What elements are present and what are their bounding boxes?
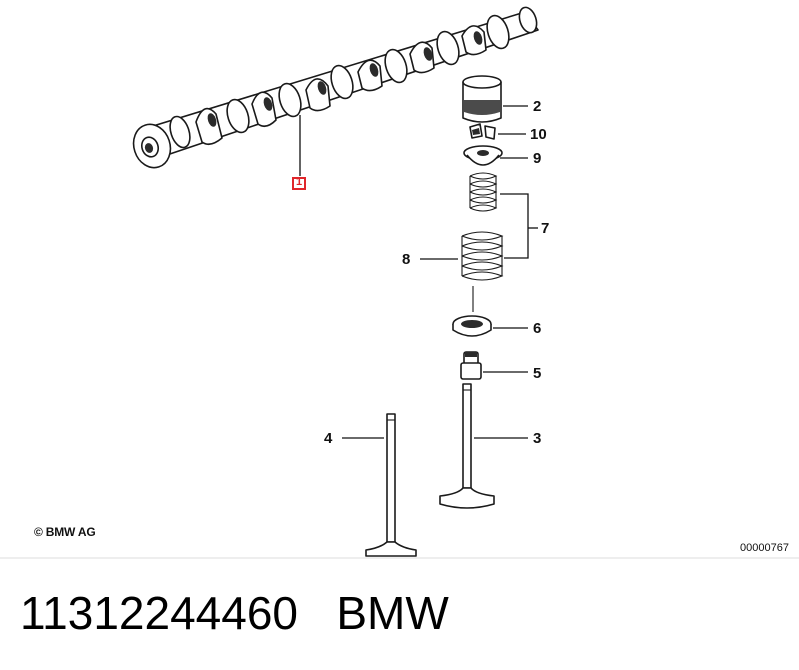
tappet[interactable] [462,75,502,123]
inner-valve-spring[interactable] [469,172,498,212]
exploded-parts-diagram: 2 10 9 8 7 [0,5,799,559]
footer-caption: 11312244460 BMW [20,586,449,640]
callout-7: 7 [541,220,549,237]
valve-stem-seal[interactable] [460,351,482,380]
drawing-number: 00000767 [740,542,789,554]
outer-valve-spring[interactable] [461,231,504,281]
callout-4: 4 [324,430,333,447]
callout-9: 9 [533,150,541,167]
spring-retainer[interactable] [463,145,503,166]
callout-3: 3 [533,430,541,447]
callout-5: 5 [533,365,541,382]
valve-keepers[interactable] [469,123,496,140]
spring-seat[interactable] [452,315,492,337]
callout-8: 8 [402,251,410,268]
copyright-notice: © BMW AG [34,525,96,539]
valve-right[interactable] [439,383,495,509]
camshaft[interactable] [128,5,540,172]
callout-1: 1 [296,176,303,188]
bracket-7 [500,193,529,259]
valve-left[interactable] [365,413,417,557]
callout-10: 10 [530,126,547,143]
callout-2: 2 [533,98,541,115]
callout-6: 6 [533,320,541,337]
callout-1-highlight[interactable]: 1 [292,176,306,190]
part-number: 11312244460 [20,587,298,639]
brand-name: BMW [336,587,449,639]
